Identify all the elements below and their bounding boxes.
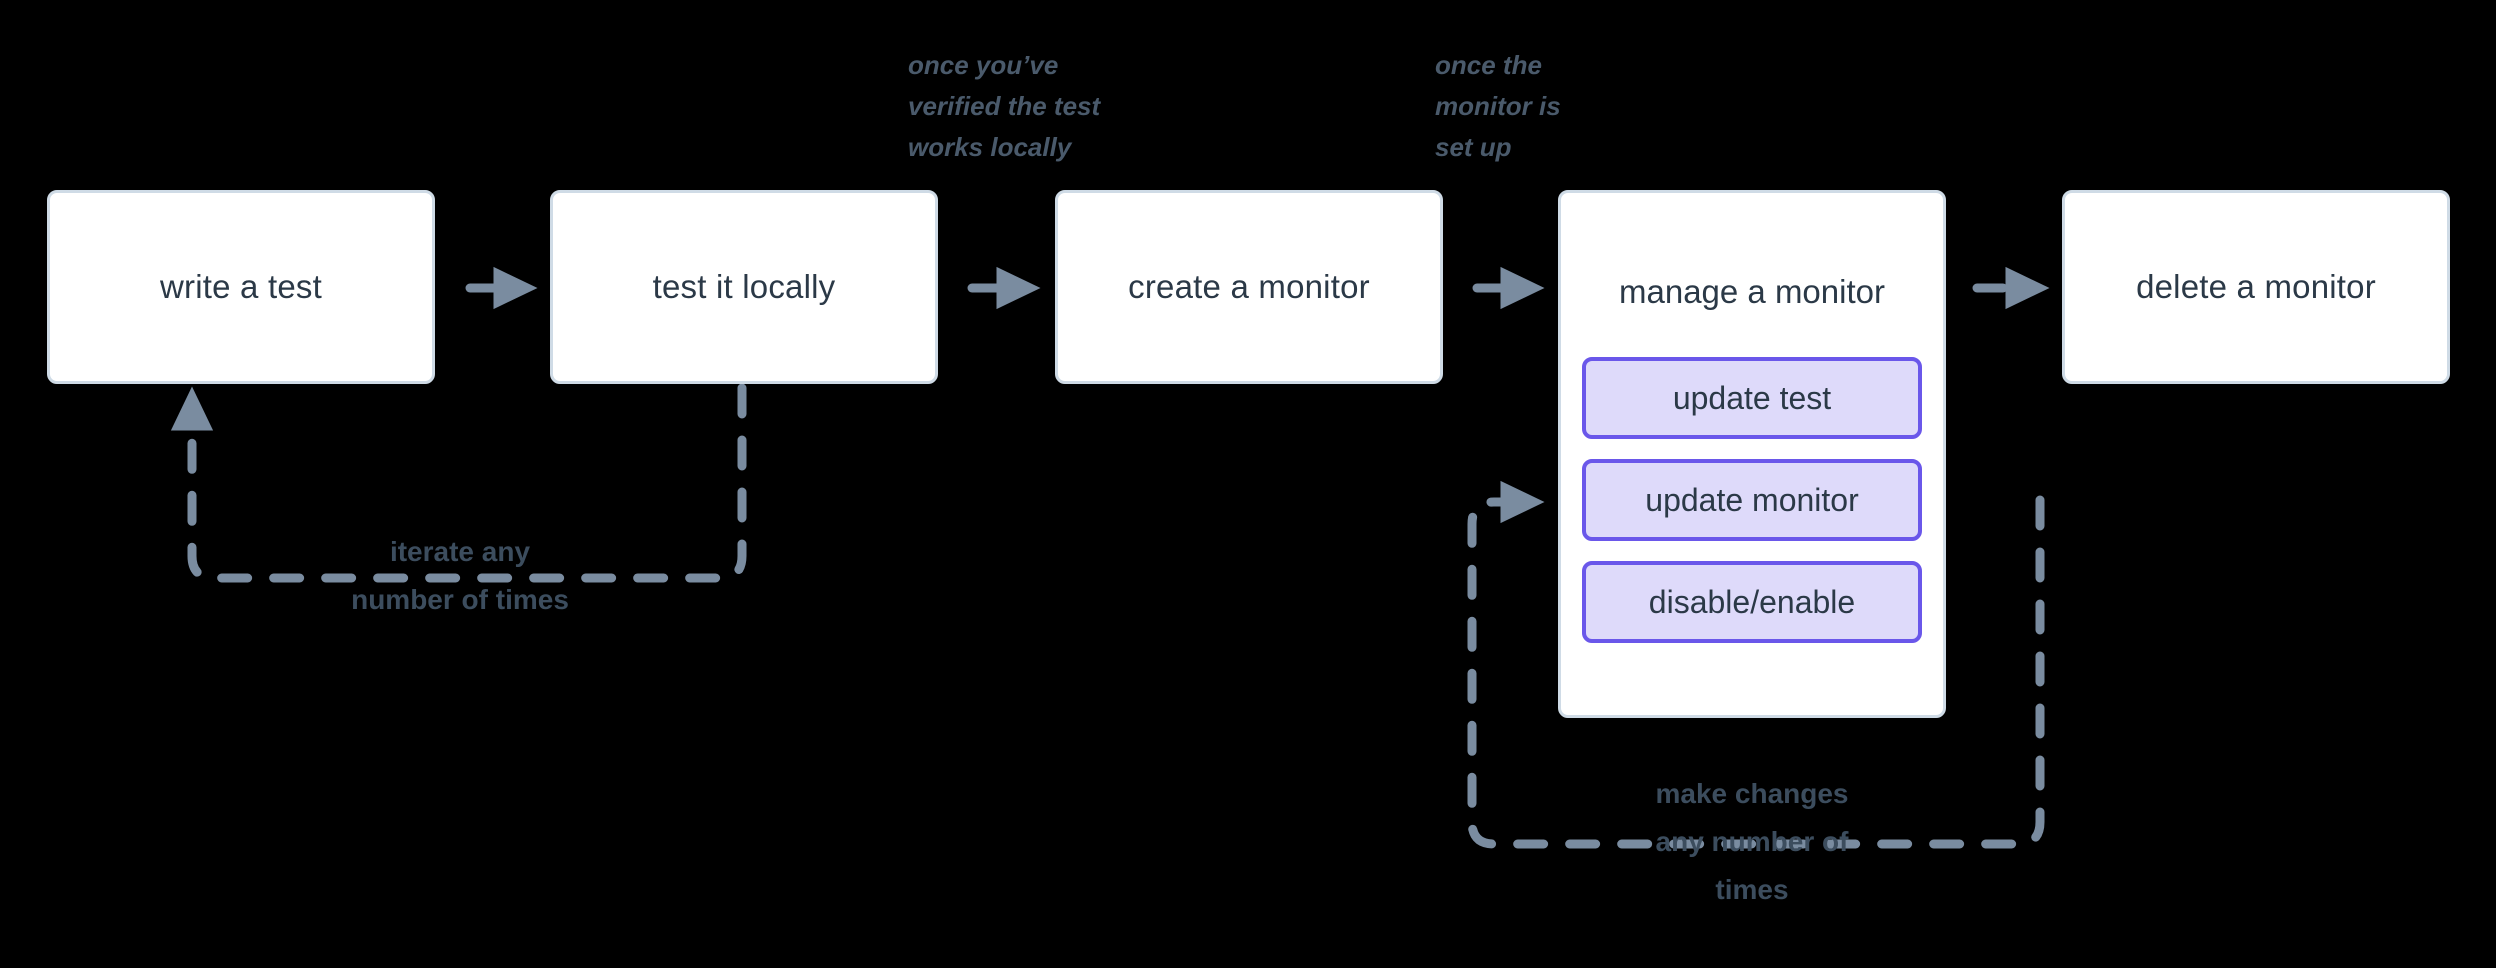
node-create-a-monitor-label: create a monitor bbox=[1128, 268, 1370, 305]
node-test-it-locally[interactable]: test it locally bbox=[550, 190, 938, 384]
subnode-update-monitor[interactable]: update monitor bbox=[1582, 459, 1922, 541]
node-write-a-test[interactable]: write a test bbox=[47, 190, 435, 384]
note-monitor-set-up: once the monitor is set up bbox=[1435, 50, 1561, 162]
node-delete-a-monitor[interactable]: delete a monitor bbox=[2062, 190, 2450, 384]
node-manage-a-monitor[interactable]: manage a monitor update test update moni… bbox=[1558, 190, 1946, 718]
make-changes-label: make changes any number of times bbox=[1655, 778, 1849, 905]
node-write-a-test-label: write a test bbox=[160, 268, 322, 305]
node-manage-a-monitor-label: manage a monitor bbox=[1619, 273, 1885, 310]
subnode-update-monitor-label: update monitor bbox=[1645, 481, 1859, 518]
node-create-a-monitor[interactable]: create a monitor bbox=[1055, 190, 1443, 384]
node-delete-a-monitor-label: delete a monitor bbox=[2136, 268, 2376, 305]
iterate-loop-label: iterate any number of times bbox=[351, 536, 569, 615]
subnode-update-test-label: update test bbox=[1672, 379, 1832, 416]
subnode-disable-enable-label: disable/enable bbox=[1648, 583, 1856, 620]
subnode-update-test[interactable]: update test bbox=[1582, 357, 1922, 439]
note-verified-locally: once you’ve verified the test works loca… bbox=[908, 50, 1101, 162]
node-test-it-locally-label: test it locally bbox=[652, 268, 836, 305]
subnode-disable-enable[interactable]: disable/enable bbox=[1582, 561, 1922, 643]
